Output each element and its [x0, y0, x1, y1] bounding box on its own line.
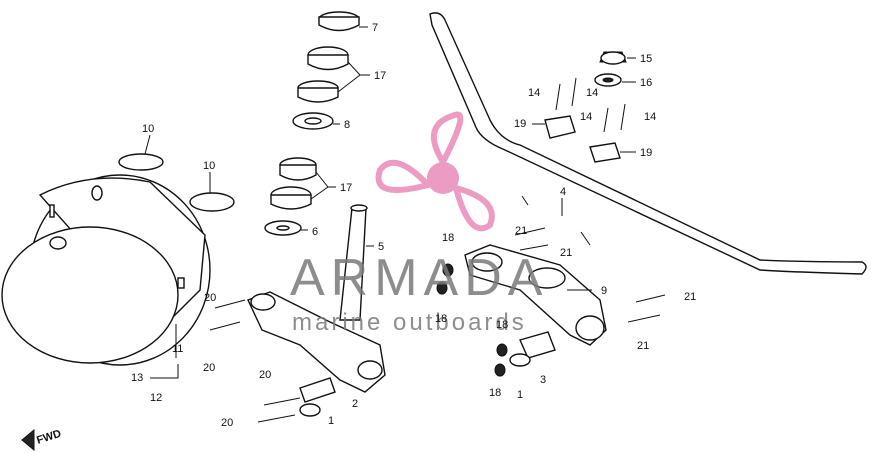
label-21-d: 21: [637, 340, 649, 352]
label-5: 5: [378, 241, 384, 253]
label-18-b: 18: [435, 313, 447, 325]
handlebar-holders: [532, 51, 636, 163]
headlight-tab-2: [49, 204, 55, 218]
label-4: 4: [560, 186, 566, 198]
armada-watermark: ARMADA marine outboards: [290, 111, 548, 336]
label-14-d: 14: [644, 111, 656, 123]
label-9: 9: [601, 285, 607, 297]
label-17-top: 17: [374, 70, 386, 82]
label-19-b: 19: [640, 147, 652, 159]
label-20-d: 20: [221, 417, 233, 429]
label-16: 16: [640, 77, 652, 89]
headlight-assembly: [1, 134, 235, 379]
fwd-label: FWD: [35, 428, 63, 447]
label-7: 7: [372, 22, 378, 34]
headlight-hole: [49, 236, 67, 250]
label-1-right: 1: [517, 389, 523, 401]
propeller-logo-icon: [375, 111, 495, 232]
fasteners: [209, 227, 666, 423]
label-12: 12: [150, 392, 162, 404]
label-3: 3: [540, 374, 546, 386]
label-14-b: 14: [586, 87, 598, 99]
label-15: 15: [640, 53, 652, 65]
fwd-arrow: FWD: [21, 428, 63, 452]
label-14-c: 14: [580, 111, 592, 123]
headlight-mount-hole: [91, 185, 103, 201]
label-18-c: 18: [496, 319, 508, 331]
label-20-c: 20: [259, 369, 271, 381]
label-18-a: 18: [442, 232, 454, 244]
label-11: 11: [172, 343, 183, 355]
label-20-b: 20: [203, 362, 215, 374]
steering-stem-group: [247, 11, 386, 393]
handlebar: [429, 12, 867, 275]
label-21-a: 21: [515, 225, 527, 237]
label-20-a: 20: [204, 292, 216, 304]
label-19-a: 19: [514, 118, 526, 130]
headlight-ring-10a: [118, 153, 164, 171]
top-bridge: [464, 244, 607, 346]
watermark-tagline: marine outboards: [292, 309, 527, 336]
headlight-lens: [1, 226, 179, 364]
label-10-b: 10: [203, 160, 215, 172]
part-labels: 7 17 8 17 6 5 10 10 11 13 12 20 20 20 20…: [131, 22, 696, 429]
label-21-b: 21: [560, 247, 572, 259]
label-8: 8: [344, 119, 350, 131]
label-1-left: 1: [328, 415, 334, 427]
label-13: 13: [131, 372, 143, 384]
label-21-c: 21: [684, 291, 696, 303]
bottom-bridge: [247, 291, 386, 393]
label-10-a: 10: [142, 123, 154, 135]
watermark-brand: ARMADA: [290, 249, 548, 307]
label-2: 2: [352, 398, 358, 410]
label-18-d: 18: [489, 387, 501, 399]
headlight-tab: [177, 277, 185, 289]
label-6: 6: [312, 226, 318, 238]
label-14-a: 14: [528, 87, 540, 99]
label-17-lower: 17: [340, 182, 352, 194]
headlight-ring-10b: [189, 192, 235, 212]
